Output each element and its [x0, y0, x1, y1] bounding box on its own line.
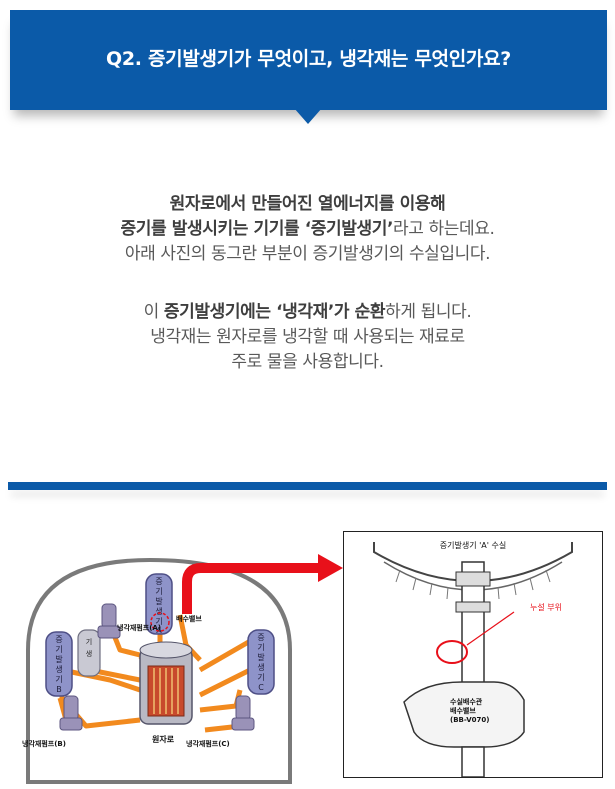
reactor-label: 원자로 — [152, 734, 175, 744]
coolant-pump-b — [59, 695, 83, 731]
svg-text:기: 기 — [55, 645, 62, 654]
svg-text:기: 기 — [55, 675, 62, 684]
coolant-line-1-bold: 증기발생기에는 ‘냉각재’가 순환 — [163, 302, 386, 322]
pump-c-label: 냉각재펌프(C) — [186, 739, 230, 748]
page-title: Q2. 증기발생기가 무엇이고, 냉각재는 무엇인가요? — [105, 48, 511, 70]
svg-text:생: 생 — [86, 649, 92, 658]
coolant-pump-c — [231, 695, 255, 731]
pipe-label-3: (BB-V070) — [450, 716, 490, 724]
header-banner: Q2. 증기발생기가 무엇이고, 냉각재는 무엇인가요? — [10, 10, 607, 110]
steam-generator-b: 증 기 발 생 기 B — [45, 631, 73, 697]
svg-text:생: 생 — [257, 662, 264, 672]
svg-text:A: A — [156, 626, 162, 635]
intro-line-2-bold: 증기를 발생시키는 기기를 ‘증기발생기’ — [120, 219, 394, 239]
coolant-paragraph: 이 증기발생기에는 ‘냉각재’가 순환하게 됩니다. 냉각재는 원자로를 냉각할… — [0, 300, 615, 375]
svg-text:기: 기 — [155, 587, 162, 596]
svg-text:증: 증 — [257, 633, 264, 642]
svg-text:증: 증 — [55, 635, 62, 644]
leak-label: 누설 부위 — [530, 602, 562, 612]
svg-text:발: 발 — [55, 654, 63, 664]
steam-generator-c: 증 기 발 생 기 C — [247, 629, 275, 695]
svg-text:생: 생 — [55, 664, 62, 674]
coolant-pump-a — [97, 603, 121, 639]
svg-text:발: 발 — [257, 652, 265, 662]
pointer-arrow-head — [318, 554, 343, 582]
coolant-line-1-a: 이 — [143, 302, 164, 322]
section-divider — [8, 482, 607, 490]
svg-text:B: B — [56, 685, 62, 694]
svg-text:C: C — [258, 683, 264, 692]
coolant-line-1-c: 하게 됩니다. — [385, 302, 472, 322]
svg-text:생: 생 — [155, 606, 162, 616]
photo-top-label: 증기발생기 'A' 수실 — [440, 540, 506, 550]
steam-generator-photo: 증기발생기 'A' 수실 누설 부위 수실배수관 배수밸브 (BB-V070) — [343, 531, 603, 778]
leak-marker — [436, 640, 468, 664]
plant-diagram: 증 기 발 생 기 A 증 기 발 생 기 B 기 생 증 기 발 생 기 C — [22, 554, 343, 784]
intro-line-2-rest: 라고 하는데요. — [393, 219, 495, 239]
photo-sketch: 증기발생기 'A' 수실 누설 부위 수실배수관 배수밸브 (BB-V070) — [373, 540, 573, 778]
steam-generator-a: 증 기 발 생 기 A — [145, 573, 173, 635]
pump-b-label: 냉각재펌프(B) — [22, 739, 66, 748]
pipe-label-2: 배수밸브 — [450, 706, 476, 715]
svg-text:기: 기 — [86, 637, 92, 646]
intro-paragraph: 원자로에서 만들어진 열에너지를 이용해 증기를 발생시키는 기기를 ‘증기발생… — [0, 192, 615, 267]
svg-text:기: 기 — [155, 617, 162, 626]
pump-a-label: 냉각재펌프(A) — [117, 623, 161, 632]
svg-text:발: 발 — [155, 596, 163, 606]
reactor-vessel — [139, 641, 193, 725]
pipe-label-1: 수실배수관 — [450, 697, 483, 706]
svg-text:기: 기 — [257, 673, 264, 682]
coolant-line-2: 냉각재는 원자로를 냉각할 때 사용되는 재료로 — [150, 327, 465, 347]
pointer-arrow-shaft — [182, 563, 322, 614]
intro-line-3: 아래 사진의 동그란 부분이 증기발생기의 수실입니다. — [124, 244, 491, 264]
intro-line-1: 원자로에서 만들어진 열에너지를 이용해 — [169, 194, 446, 214]
header-pointer — [294, 108, 322, 124]
drain-valve-marker — [150, 612, 170, 632]
svg-text:증: 증 — [155, 577, 162, 586]
svg-text:기: 기 — [257, 643, 264, 652]
drain-valve-label: 배수밸브 — [176, 614, 202, 623]
steam-generator-extra: 기 생 — [77, 629, 101, 677]
coolant-line-3: 주로 물을 사용합니다. — [231, 352, 384, 372]
